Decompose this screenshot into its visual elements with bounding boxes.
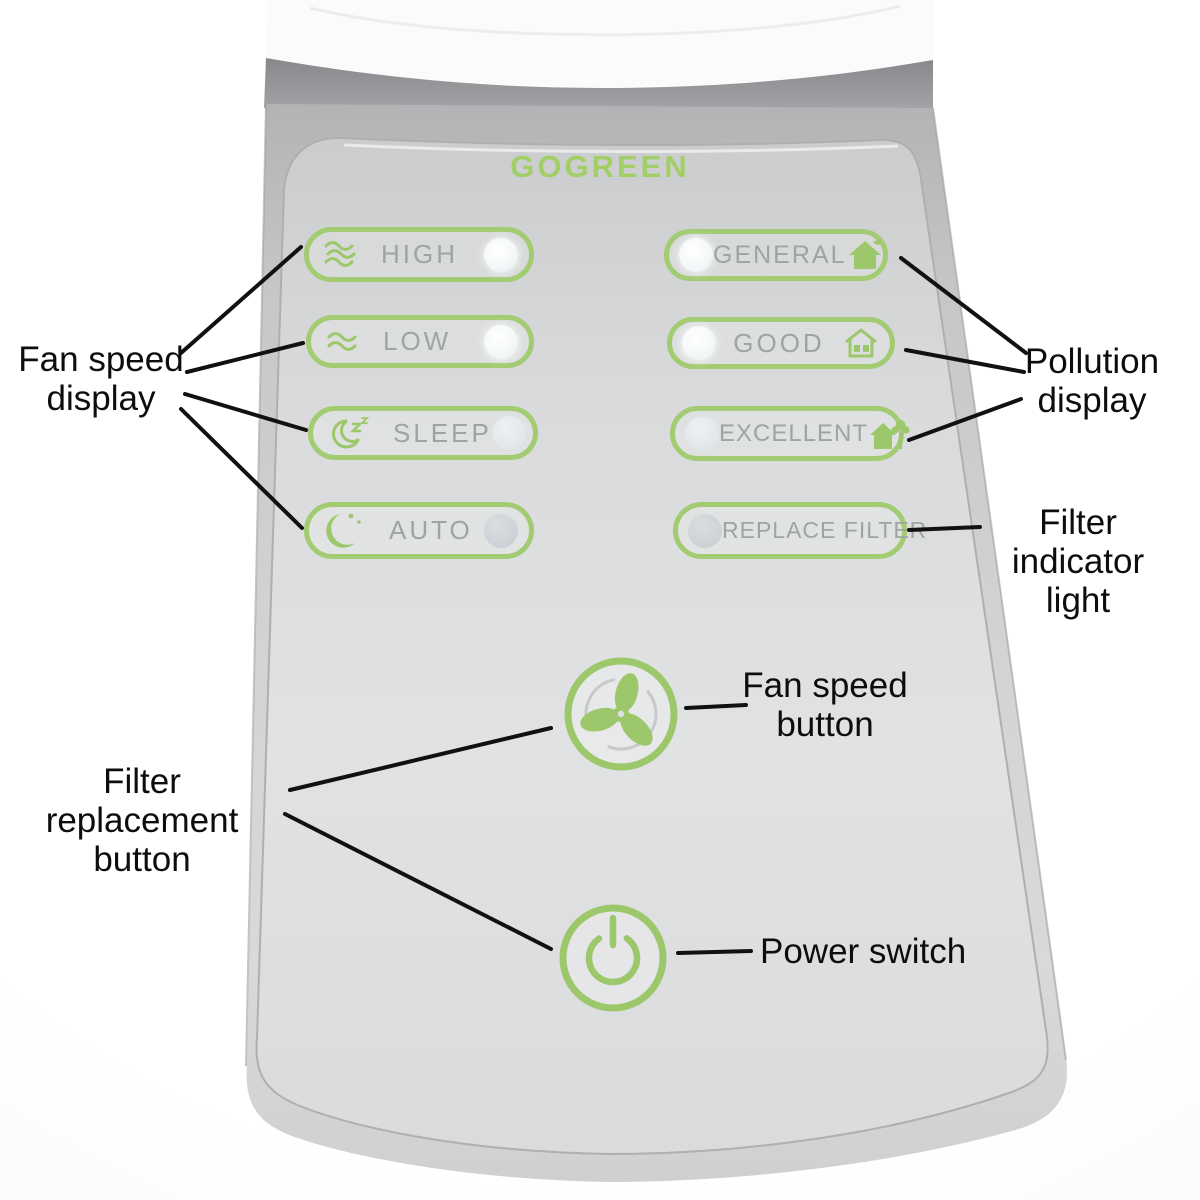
annotation-line [185,341,305,374]
indicator-label: AUTO [389,515,473,545]
fan-speed-indicator-low: LOW [306,315,534,368]
annotation-text: Filter indicator [1011,503,1145,581]
annotation-line [676,949,753,955]
indicator-label: HIGH [381,239,458,269]
led-general [679,238,713,272]
annotation-fan-speed-display: Fan speed display [8,340,194,418]
pollution-indicator-excellent: EXCELLENT [670,406,910,461]
annotation-text: button [776,705,874,744]
indicator-label: GOOD [733,327,825,358]
annotation-text: Fan speed [742,666,908,705]
annotation-pollution-display: Pollution display [1003,342,1181,420]
power-switch-button[interactable] [557,902,669,1014]
house-tree-icon [868,415,910,453]
annotation-filter-replacement-button: Filter replacement button [8,762,276,879]
annotation-fan-speed-button: Fan speed button [736,666,914,744]
annotation-text: light [1045,581,1111,620]
annotation-text: Power switch [760,932,967,971]
brand-logo: GOGREEN [510,149,690,184]
annotation-power-switch: Power switch [760,932,990,971]
annotation-text: Pollution [1024,342,1160,381]
fan-speed-indicator-sleep: SLEEP [308,406,538,460]
wind-light-icon [325,331,363,353]
annotation-line [179,245,303,355]
device-top-seam [309,4,901,37]
led-sleep [491,416,526,450]
annotation-text: Filter replacement [45,762,239,840]
filter-indicator: REPLACE FILTER [673,502,926,559]
house-leaf-icon [846,238,884,272]
indicator-label: SLEEP [393,417,492,448]
pollution-indicator-good: GOOD [667,317,895,369]
annotation-line [899,256,1028,355]
fan-speed-indicator-high: HIGH [304,227,534,282]
device-top-shell [266,0,935,90]
led-low [484,324,518,359]
indicator-label: LOW [383,326,452,356]
wind-strong-icon [323,240,361,269]
annotation-text: Fan speed [18,340,184,379]
led-good [682,326,716,360]
housing-left-edge [245,103,267,1067]
indicator-label: REPLACE FILTER [722,517,928,543]
annotation-line [283,812,553,951]
led-auto [484,513,518,548]
house-windows-icon [842,326,880,360]
fan-speed-button[interactable] [562,655,680,773]
annotation-filter-indicator-light: Filter indicator light [972,503,1184,620]
annotation-line [183,392,308,432]
device-gap-band [264,58,933,142]
led-excellent [685,416,719,451]
led-high [484,237,518,272]
annotation-text: button [93,840,191,879]
pollution-indicator-general: GENERAL [664,229,888,281]
indicator-label: EXCELLENT [719,419,869,447]
annotation-text: display [1037,381,1147,420]
fan-icon [564,657,678,771]
annotation-line [179,407,304,530]
annotation-line [288,726,553,792]
indicator-label: GENERAL [713,240,847,269]
power-icon [559,904,667,1012]
led-replace-filter [688,513,722,548]
fan-speed-indicator-auto: AUTO [304,502,534,559]
moon-sleep-icon [327,415,373,451]
auto-crescent-icon [323,510,369,552]
annotation-text: display [46,379,156,418]
